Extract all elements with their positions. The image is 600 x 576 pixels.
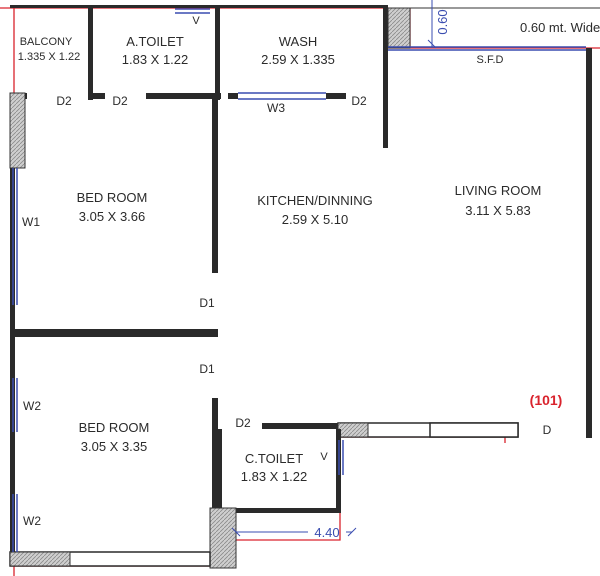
window-label-w3: W3 — [267, 101, 285, 115]
dimension-lines — [231, 0, 437, 537]
room-size-living: 3.11 X 5.83 — [465, 203, 531, 218]
walls — [9, 5, 592, 569]
dimension-top-vertical: 0.60 — [435, 9, 450, 34]
label-sfd: S.F.D — [477, 54, 504, 66]
room-name-bedroom-2: BED ROOM — [79, 420, 150, 435]
room-name-c-toilet: C.TOILET — [245, 451, 303, 466]
door-label-d2-wash: D2 — [351, 94, 367, 108]
door-label-d2-ctoilet: D2 — [235, 416, 251, 430]
window-label-v-ctoilet: V — [320, 451, 328, 463]
dimension-labels: 0.60 0.60 mt. Wide 4.40 — [314, 9, 600, 540]
room-name-kitchen: KITCHEN/DINNING — [257, 193, 373, 208]
door-label-main: D — [543, 423, 552, 437]
room-name-bedroom-1: BED ROOM — [77, 190, 148, 205]
windows — [12, 8, 586, 552]
window-label-w2-lower: W2 — [23, 514, 41, 528]
room-name-living: LIVING ROOM — [455, 183, 542, 198]
room-size-c-toilet: 1.83 X 1.22 — [241, 469, 308, 484]
door-label-d2-balcony: D2 — [56, 94, 72, 108]
room-labels: BALCONY 1.335 X 1.22 A.TOILET 1.83 X 1.2… — [18, 34, 542, 484]
room-size-a-toilet: 1.83 X 1.22 — [122, 52, 189, 67]
door-label-d2-atoilet: D2 — [112, 94, 128, 108]
door-label-d1-lower: D1 — [199, 362, 215, 376]
room-size-bedroom-1: 3.05 X 3.66 — [79, 209, 146, 224]
room-name-a-toilet: A.TOILET — [126, 34, 184, 49]
unit-number: (101) — [530, 392, 563, 408]
window-label-w1: W1 — [22, 215, 40, 229]
opening-labels: D2 D2 D2 W3 V S.F.D W1 D1 D1 W2 W2 D2 V … — [22, 15, 552, 528]
room-size-wash: 2.59 X 1.335 — [261, 52, 335, 67]
room-size-bedroom-2: 3.05 X 3.35 — [81, 439, 148, 454]
window-label-v-atoilet: V — [192, 15, 200, 27]
door-label-d1-upper: D1 — [199, 296, 215, 310]
corridor-width-label: 0.60 mt. Wide — [520, 20, 600, 35]
room-name-wash: WASH — [279, 34, 318, 49]
room-size-kitchen: 2.59 X 5.10 — [282, 212, 349, 227]
room-name-balcony: BALCONY — [20, 36, 73, 48]
dimension-bottom: 4.40 — [314, 525, 339, 540]
window-label-w2-upper: W2 — [23, 399, 41, 413]
room-size-balcony: 1.335 X 1.22 — [18, 51, 80, 63]
